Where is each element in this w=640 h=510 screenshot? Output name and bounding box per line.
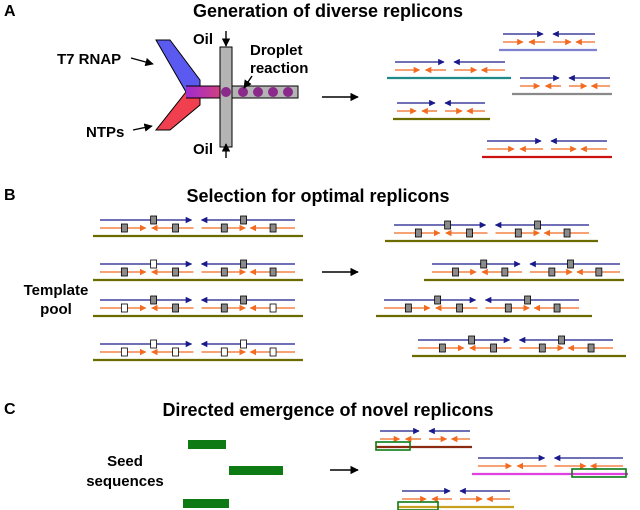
- seed-sequence-bar: [183, 499, 229, 508]
- mutation-marker: [480, 259, 488, 269]
- mutation-marker: [524, 295, 531, 305]
- mutation-marker: [538, 343, 546, 353]
- mutation-marker: [120, 223, 128, 233]
- seed-sequence-box: [397, 501, 439, 510]
- droplet-label-line2: reaction: [250, 60, 308, 77]
- mutation-marker: [595, 267, 603, 277]
- mutation-marker: [269, 303, 277, 313]
- mutation-marker: [120, 267, 128, 277]
- mutation-marker: [120, 303, 128, 313]
- droplet: [238, 87, 248, 97]
- ntps-label: NTPs: [86, 124, 124, 141]
- mutation-marker: [172, 347, 179, 357]
- mutation-marker: [563, 228, 571, 238]
- mutation-marker: [553, 303, 561, 313]
- mutation-marker: [468, 335, 476, 345]
- seed-label-line2: sequences: [86, 473, 164, 490]
- mutation-marker: [150, 339, 158, 349]
- mutation-marker: [514, 228, 522, 238]
- mutation-marker: [269, 267, 277, 277]
- ntps-arrow: [132, 123, 153, 132]
- mutation-marker: [587, 343, 595, 353]
- mutation-marker: [220, 223, 228, 233]
- droplet-channel: [231, 85, 299, 99]
- t7-rnap-arrow: [130, 57, 154, 67]
- mutation-marker: [456, 303, 463, 313]
- mutation-marker: [150, 259, 158, 269]
- mutation-marker: [150, 295, 158, 305]
- droplet: [283, 87, 293, 97]
- mutation-marker: [534, 220, 541, 230]
- mutation-marker: [501, 267, 509, 277]
- mutation-marker: [438, 343, 446, 353]
- panel-b-letter: B: [4, 187, 16, 204]
- mutation-marker: [466, 228, 473, 238]
- oil-top-label: Oil: [193, 31, 213, 48]
- mutation-marker: [220, 347, 228, 357]
- oil-bottom-label: Oil: [193, 141, 213, 158]
- mutation-marker: [172, 267, 179, 277]
- template-pool-label-line2: pool: [40, 301, 72, 318]
- mutation-marker: [220, 303, 228, 313]
- mutation-marker: [504, 303, 512, 313]
- mutation-marker: [220, 267, 228, 277]
- seed-sequence-bar: [188, 440, 226, 449]
- droplet: [268, 87, 278, 97]
- seed-sequence-box: [571, 468, 627, 478]
- mutation-marker: [240, 215, 247, 225]
- mutation-marker: [558, 335, 565, 345]
- mutation-marker: [150, 215, 158, 225]
- microfluidic-chip: [154, 39, 299, 148]
- mutation-marker: [490, 343, 497, 353]
- droplet: [253, 87, 263, 97]
- mixing-channel: [186, 86, 220, 98]
- mutation-marker: [567, 259, 574, 269]
- mutation-marker: [269, 347, 277, 357]
- t7-rnap-label: T7 RNAP: [57, 51, 121, 68]
- template-pool-label-line1: Template: [24, 282, 89, 299]
- panel-c-title: Directed emergence of novel replicons: [162, 400, 493, 420]
- panel-a-title: Generation of diverse replicons: [193, 1, 463, 21]
- seed-label-line1: Seed: [107, 453, 143, 470]
- mutation-marker: [414, 228, 422, 238]
- panel-a-letter: A: [4, 3, 16, 20]
- mutation-marker: [269, 223, 277, 233]
- mutation-marker: [548, 267, 556, 277]
- mutation-marker: [452, 267, 459, 277]
- droplet: [221, 87, 231, 97]
- mutation-marker: [404, 303, 412, 313]
- mutation-marker: [240, 295, 247, 305]
- mutation-marker: [120, 347, 128, 357]
- seed-sequence-bar: [229, 466, 283, 475]
- mutation-marker: [172, 303, 179, 313]
- panel-b-title: Selection for optimal replicons: [186, 186, 449, 206]
- droplet-label-line1: Droplet: [250, 42, 303, 59]
- panel-c-letter: C: [4, 401, 16, 418]
- replicon-diagrams: [93, 30, 628, 510]
- mutation-marker: [444, 220, 452, 230]
- mutation-marker: [240, 339, 247, 349]
- seed-sequence-box: [375, 441, 411, 451]
- mutation-marker: [172, 223, 179, 233]
- mutation-marker: [434, 295, 442, 305]
- mutation-marker: [240, 259, 247, 269]
- droplet-arrow: [243, 75, 253, 89]
